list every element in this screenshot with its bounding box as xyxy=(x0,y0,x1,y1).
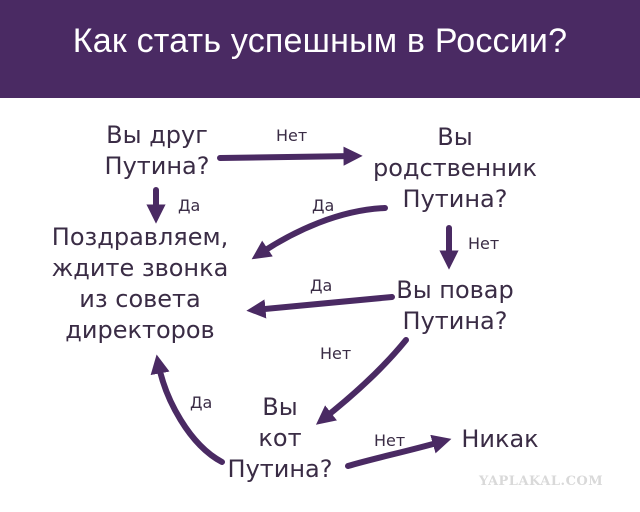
node-cat-line-2: кот xyxy=(258,424,302,452)
node-cat-line-3: Путина? xyxy=(227,455,333,483)
node-relative-line-1: Вы xyxy=(437,123,473,151)
edge-label-relative-congrats: Да xyxy=(312,196,335,215)
arrow-cat-to-congrats xyxy=(150,354,225,465)
node-friend-line-1: Вы друг xyxy=(106,121,208,149)
edge-label-cook-cat: Нет xyxy=(320,344,352,363)
header-bar: Как стать успешным в России? xyxy=(0,0,640,98)
node-congrats-line-1: Поздравляем, xyxy=(51,223,229,251)
page-title: Как стать успешным в России? xyxy=(72,22,568,60)
node-never-line-1: Никак xyxy=(461,425,539,453)
node-relative-line-3: Путина? xyxy=(402,185,508,213)
node-relative-line-2: родственник xyxy=(372,154,538,182)
node-friend-line-2: Путина? xyxy=(104,152,210,180)
edge-label-friend-congrats: Да xyxy=(178,196,201,215)
node-cook: Вы повар Путина? xyxy=(385,275,525,337)
node-cook-line-1: Вы повар xyxy=(396,276,514,304)
edge-label-cook-congrats: Да xyxy=(310,276,333,295)
arrow-cook-to-cat xyxy=(315,337,409,425)
arrow-friend-to-relative xyxy=(217,146,363,166)
arrow-cat-to-never xyxy=(345,434,452,469)
node-congrats-line-2: ждите звонка xyxy=(51,254,229,282)
edge-label-friend-relative: Нет xyxy=(276,126,308,145)
node-congrats-line-3: из совета xyxy=(79,285,201,313)
watermark: YAPLAKAL.COM xyxy=(479,474,604,489)
arrow-cook-to-congrats xyxy=(246,294,395,319)
edge-label-cat-never: Нет xyxy=(374,431,406,450)
node-friend: Вы друг Путина? xyxy=(95,120,219,182)
node-congrats: Поздравляем, ждите звонка из совета дире… xyxy=(40,222,240,346)
node-congrats-line-4: директоров xyxy=(65,316,215,344)
node-cat: Вы кот Путина? xyxy=(218,392,342,485)
edge-label-relative-cook: Нет xyxy=(468,234,500,253)
arrow-relative-to-congrats xyxy=(251,205,388,260)
edge-label-cat-congrats: Да xyxy=(190,393,213,412)
node-cook-line-2: Путина? xyxy=(402,307,508,335)
node-never: Никак xyxy=(450,424,550,455)
node-cat-line-1: Вы xyxy=(262,393,298,421)
node-relative: Вы родственник Путина? xyxy=(360,122,550,215)
